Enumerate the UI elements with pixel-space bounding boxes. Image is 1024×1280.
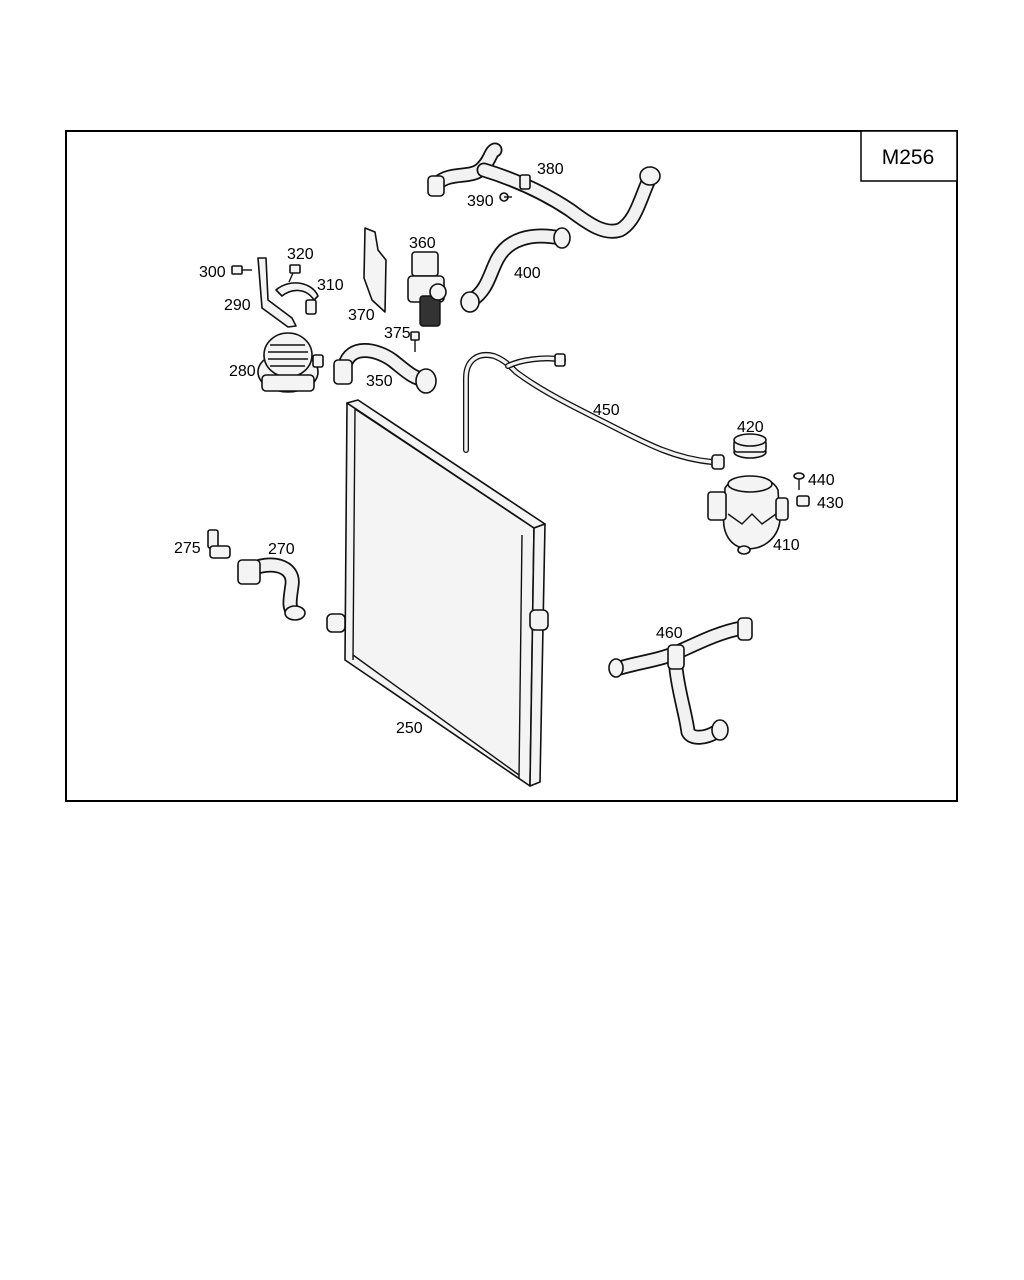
valve-360 [407,251,447,327]
radiator-stub-left [326,613,346,633]
diagram-code-box: M256 [860,130,958,182]
bolt-375 [410,331,420,352]
cap-420 [733,433,767,459]
clip-430 [796,495,810,507]
clamp-310 [275,282,319,315]
callout-370: 370 [348,307,375,324]
callout-300: 300 [199,264,226,281]
callout-290: 290 [224,297,251,314]
screw-440 [793,472,805,490]
reservoir-410 [707,475,789,555]
bracket-370 [363,227,387,313]
hose-350 [333,343,437,394]
radiator-stub-right [529,609,549,631]
line-450 [463,352,725,470]
callout-360: 360 [409,235,436,252]
callout-450: 450 [593,402,620,419]
callout-440: 440 [808,472,835,489]
callout-250: 250 [396,720,423,737]
callout-310: 310 [317,277,344,294]
callout-400: 400 [514,265,541,282]
hose-400 [460,227,571,313]
hose-380 [427,142,661,239]
callout-460: 460 [656,625,683,642]
callout-380: 380 [537,161,564,178]
callout-375: 375 [384,325,411,342]
callout-410: 410 [773,537,800,554]
bolt-390 [499,192,512,202]
bolt-320 [288,264,301,283]
diagram-frame [65,130,958,802]
callout-280: 280 [229,363,256,380]
callout-350: 350 [366,373,393,390]
diagram-code: M256 [882,146,935,169]
bolt-300 [231,265,252,275]
callout-270: 270 [268,541,295,558]
callout-275: 275 [174,540,201,557]
hose-270 [237,557,306,621]
radiator-250 [326,399,549,787]
callout-430: 430 [817,495,844,512]
sensor-275 [207,529,231,559]
bracket-290 [257,257,297,328]
callout-320: 320 [287,246,314,263]
hose-460 [608,617,753,745]
callout-390: 390 [467,193,494,210]
callout-420: 420 [737,419,764,436]
pump-280 [257,332,324,393]
